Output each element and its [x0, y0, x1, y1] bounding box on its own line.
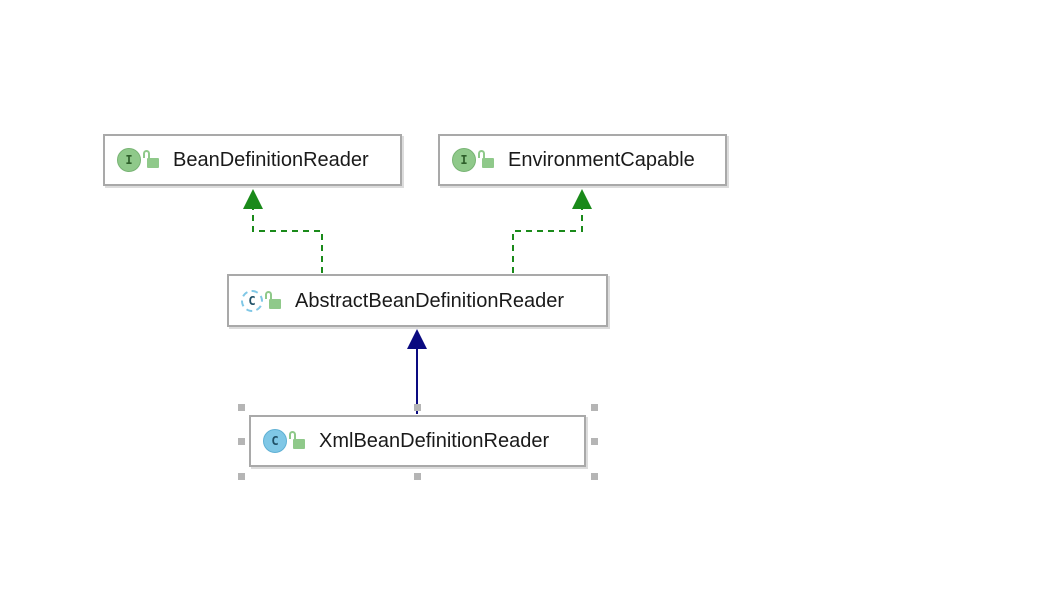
arrowhead-implements-bean-definition-reader: [243, 189, 263, 209]
public-access-lock-icon: [289, 431, 305, 449]
node-abstract-bean-definition-reader[interactable]: C AbstractBeanDefinitionReader: [227, 274, 608, 327]
node-label: AbstractBeanDefinitionReader: [295, 289, 565, 312]
edge-abstract-implements-environment-capable: [512, 204, 583, 273]
abstract-class-icon: C: [241, 289, 263, 312]
resize-handle-top-right[interactable]: [591, 404, 598, 411]
class-icon: C: [263, 429, 287, 453]
node-xml-bean-definition-reader[interactable]: C XmlBeanDefinitionReader: [249, 415, 586, 467]
arrowhead-extends-abstract: [407, 329, 427, 349]
resize-handle-top-left[interactable]: [238, 404, 245, 411]
public-access-lock-icon: [143, 150, 159, 168]
resize-handle-top[interactable]: [414, 404, 421, 411]
public-access-lock-icon: [478, 150, 494, 168]
node-label: XmlBeanDefinitionReader: [319, 430, 550, 452]
node-bean-definition-reader[interactable]: I BeanDefinitionReader: [103, 134, 402, 186]
interface-icon: I: [452, 148, 476, 172]
node-label: BeanDefinitionReader: [173, 149, 369, 171]
resize-handle-bottom-right[interactable]: [591, 473, 598, 480]
node-label: EnvironmentCapable: [508, 149, 695, 171]
edge-abstract-implements-bean-definition-reader: [252, 204, 323, 273]
node-environment-capable[interactable]: I EnvironmentCapable: [438, 134, 727, 186]
resize-handle-right[interactable]: [591, 438, 598, 445]
resize-handle-bottom[interactable]: [414, 473, 421, 480]
resize-handle-bottom-left[interactable]: [238, 473, 245, 480]
resize-handle-left[interactable]: [238, 438, 245, 445]
interface-icon: I: [117, 148, 141, 172]
public-access-lock-icon: [265, 290, 281, 309]
arrowhead-implements-environment-capable: [572, 189, 592, 209]
